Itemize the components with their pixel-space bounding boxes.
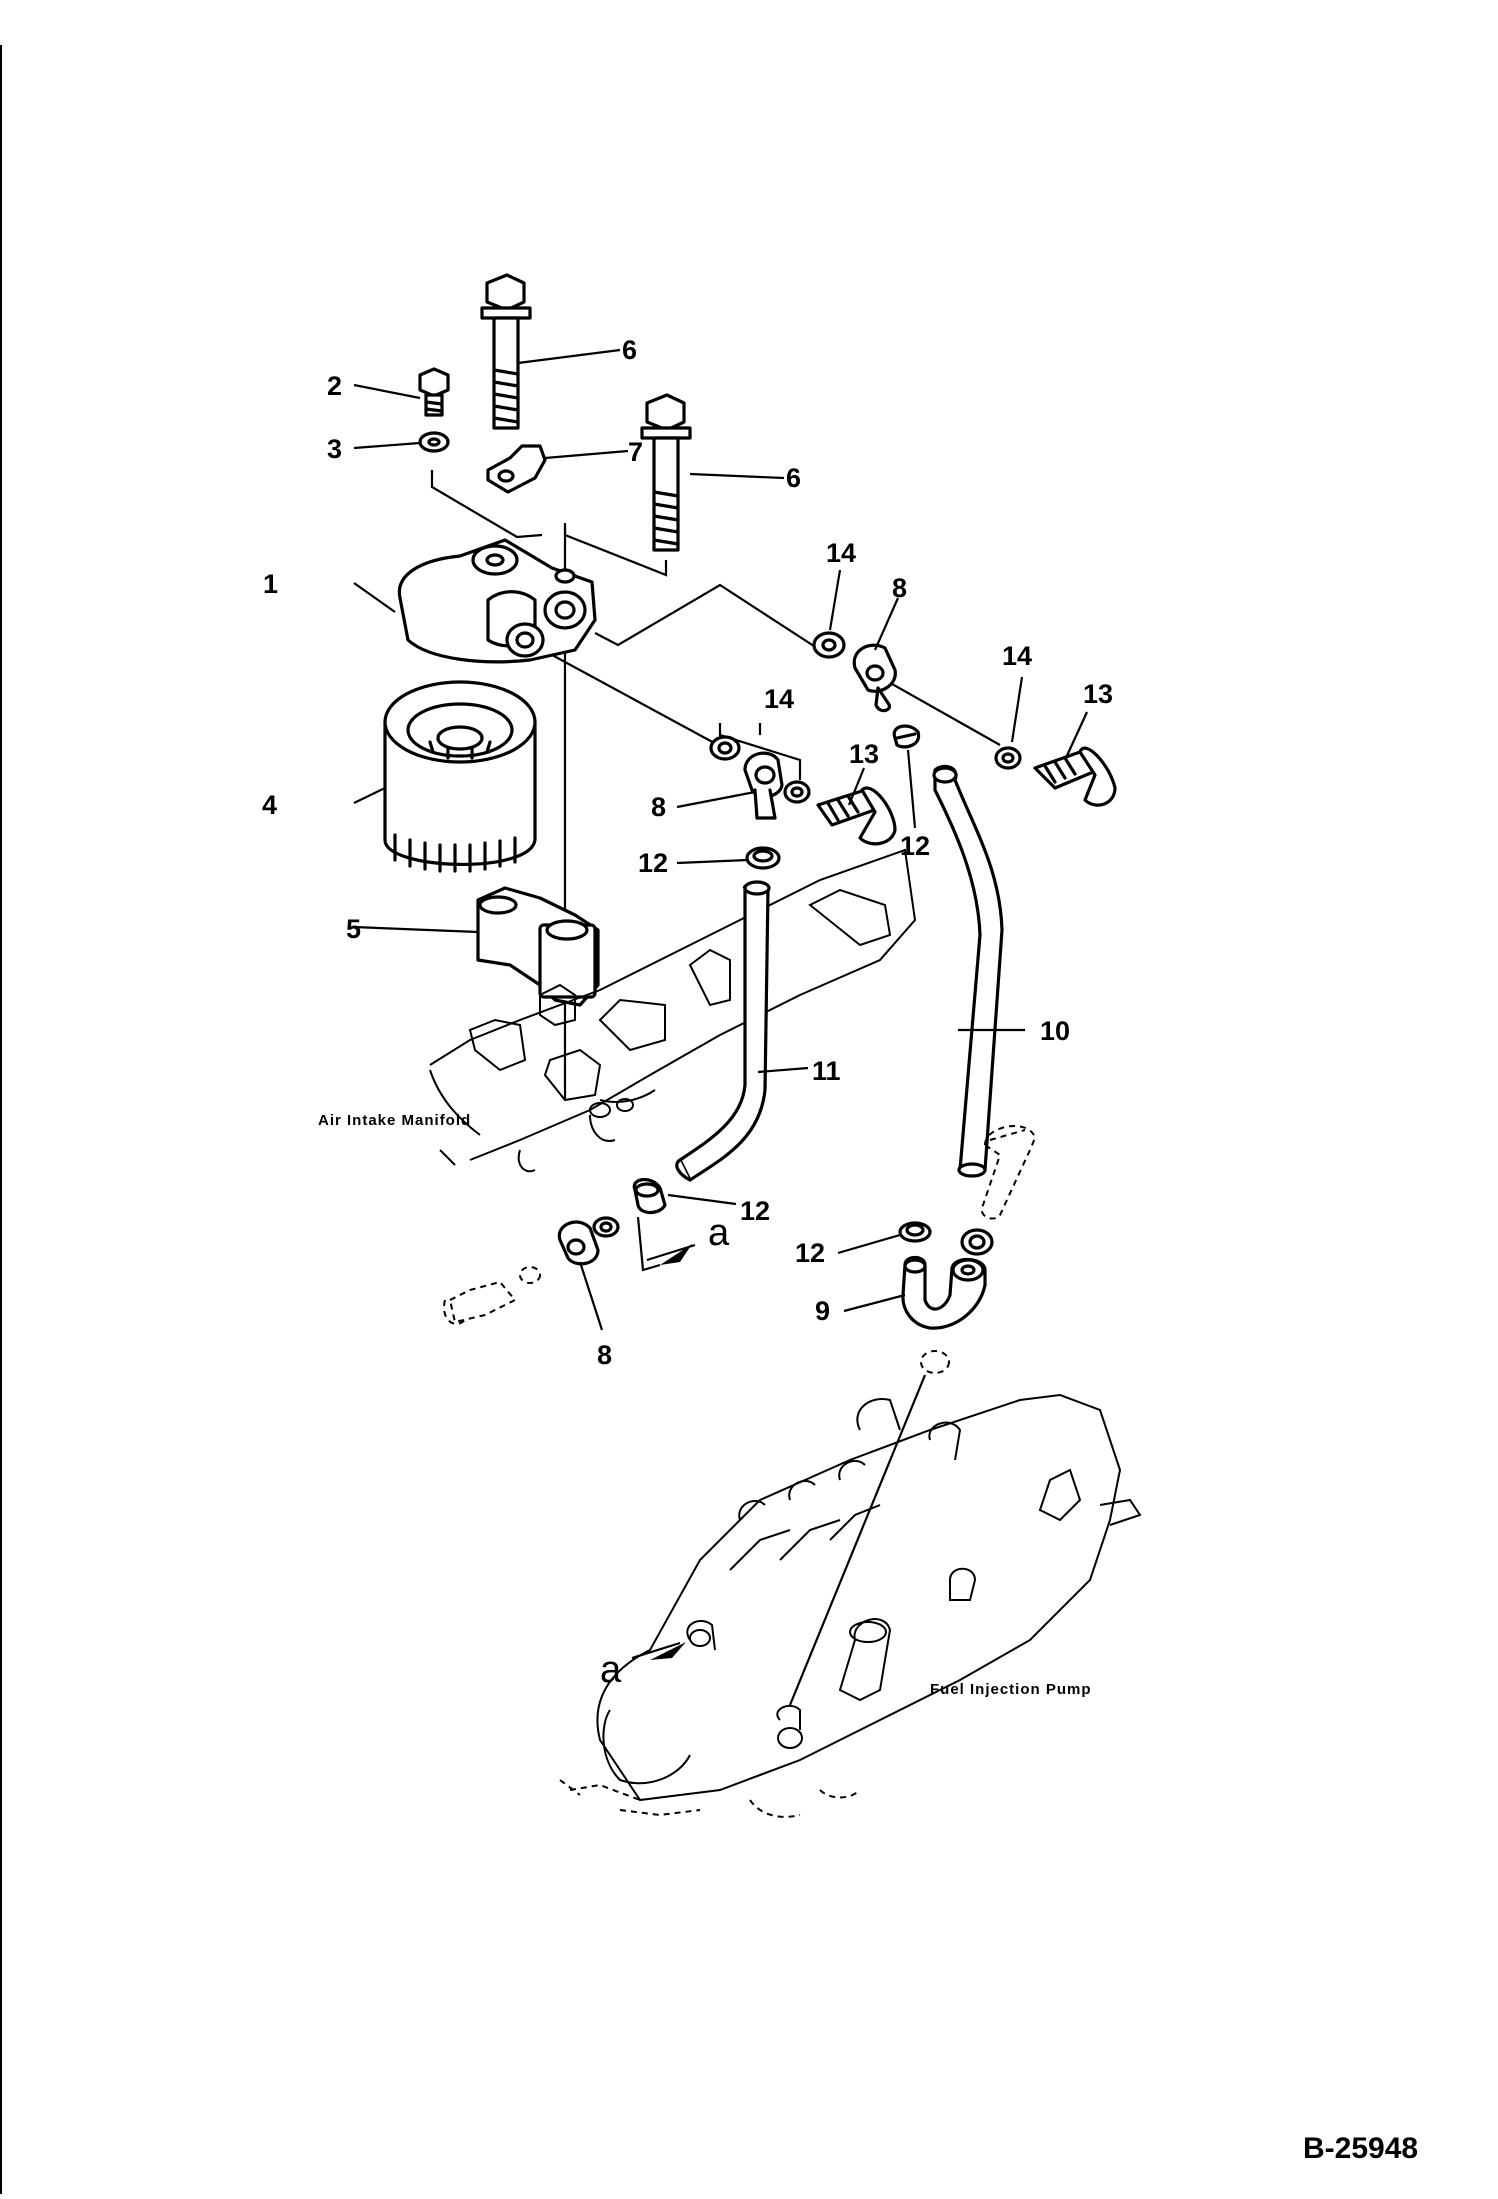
callout-6-upper: 6: [622, 335, 637, 365]
callout-3: 3: [327, 434, 342, 464]
part-12-clamp-lower-left: [632, 1178, 667, 1215]
banjo-bolt-ghost-left: [443, 1266, 541, 1325]
caption-air-intake-manifold: Air Intake Manifold: [318, 1112, 471, 1129]
part-14-washer-b: [994, 746, 1022, 770]
part-8-banjo-middle: [743, 751, 784, 820]
part-8-banjo-lower: [557, 1216, 620, 1266]
callout-8-middle: 8: [651, 792, 666, 822]
part-14-washer-a: [812, 631, 846, 659]
callout-4: 4: [262, 790, 277, 820]
leader-lines: [353, 348, 1088, 1660]
part-5-bracket: [476, 886, 600, 1007]
part-12-clamp-upper: [892, 724, 921, 749]
part-2-small-bolt: [418, 367, 450, 417]
part-10-fuel-hose: [932, 764, 1004, 1178]
callout-13-right: 13: [1083, 679, 1113, 709]
air-intake-manifold-ghost: [429, 848, 917, 1173]
part-1-filter-head: [397, 538, 597, 664]
figure-reference: B-25948: [1303, 2132, 1418, 2165]
callout-8-upper: 8: [892, 573, 907, 603]
part-12-clamp-middle: [745, 846, 781, 870]
callout-12-lower-left: 12: [740, 1196, 770, 1226]
part-8-banjo-upper: [852, 643, 897, 713]
part-3-washer: [418, 431, 450, 453]
callout-2: 2: [327, 371, 342, 401]
part-12-clamp-lower-right: [898, 1221, 932, 1243]
callout-14-right: 14: [1002, 641, 1032, 671]
part-6-bolt-upper: [480, 273, 532, 430]
callout-13-middle: 13: [849, 739, 879, 769]
arrowheads: [650, 1244, 692, 1660]
part-13-bolt-right: [1033, 746, 1117, 807]
callout-1: 1: [263, 569, 278, 599]
caption-fuel-injection-pump: Fuel Injection Pump: [930, 1681, 1092, 1698]
callout-12-middle: 12: [638, 848, 668, 878]
callout-14-upper: 14: [826, 538, 856, 568]
callout-a-upper: a: [708, 1212, 730, 1254]
callout-11: 11: [812, 1056, 841, 1086]
part-13-bolt-middle: [816, 786, 897, 846]
pump-washer: [960, 1228, 994, 1256]
callout-10: 10: [1040, 1016, 1070, 1046]
fuel-injection-pump-ghost: [559, 1393, 1142, 1818]
callout-a-lower: a: [600, 1649, 622, 1691]
part-6-bolt-lower: [640, 393, 692, 552]
part-9-elbow: [901, 1255, 987, 1330]
part-14-washer-pair: [709, 735, 811, 804]
pump-inlet-washer: [920, 1350, 950, 1374]
callout-5: 5: [346, 914, 361, 944]
pump-bolt-ghost: [980, 1125, 1037, 1220]
part-11-fuel-hose: [675, 880, 771, 1182]
callout-12-right-upper: 12: [900, 831, 930, 861]
callout-14-middle: 14: [764, 684, 794, 714]
callout-9: 9: [815, 1296, 830, 1326]
callout-7: 7: [628, 437, 643, 467]
part-4-filter-cartridge: [383, 680, 537, 873]
callout-numbers: 1 2 3 4 5 6 6 7 14 8 14 13 14 13 8 12 12…: [262, 335, 1113, 1691]
callout-8-lower: 8: [597, 1340, 612, 1370]
callout-12-lower-right: 12: [795, 1238, 825, 1268]
callout-6-lower: 6: [786, 463, 801, 493]
part-7-clip: [486, 444, 547, 494]
